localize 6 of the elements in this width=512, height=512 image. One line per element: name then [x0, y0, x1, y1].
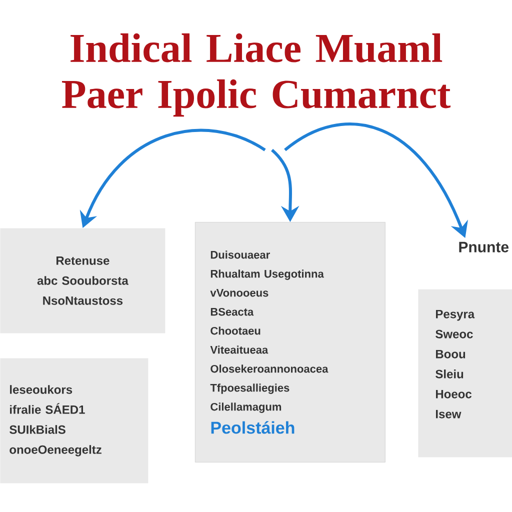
- title: Indical Liace Muaml Paer Ipolic Cumarnct: [62, 33, 451, 117]
- text-panel: leseoukors ifralie SÁED1 SUIkBialS onoeOeneegeltz: [0, 358, 148, 484]
- text-panel: Retenuse abc Soouborsta NsoNtaustoss: [0, 228, 166, 334]
- text-panel: Pnunte Pesyra Sweoc Boou Sleiu Hoeoc Isew: [418, 242, 512, 458]
- document-sheet: Duisouaear Rhualtam Usegotinna vVonooeus BSeacta Chootaeu Viteaitueaa Olosekeroannonoacea Tfpoesalliegies Cilellamagum Peolstáieh: [195, 222, 386, 462]
- node-label: Pnunte: [459, 242, 509, 252]
